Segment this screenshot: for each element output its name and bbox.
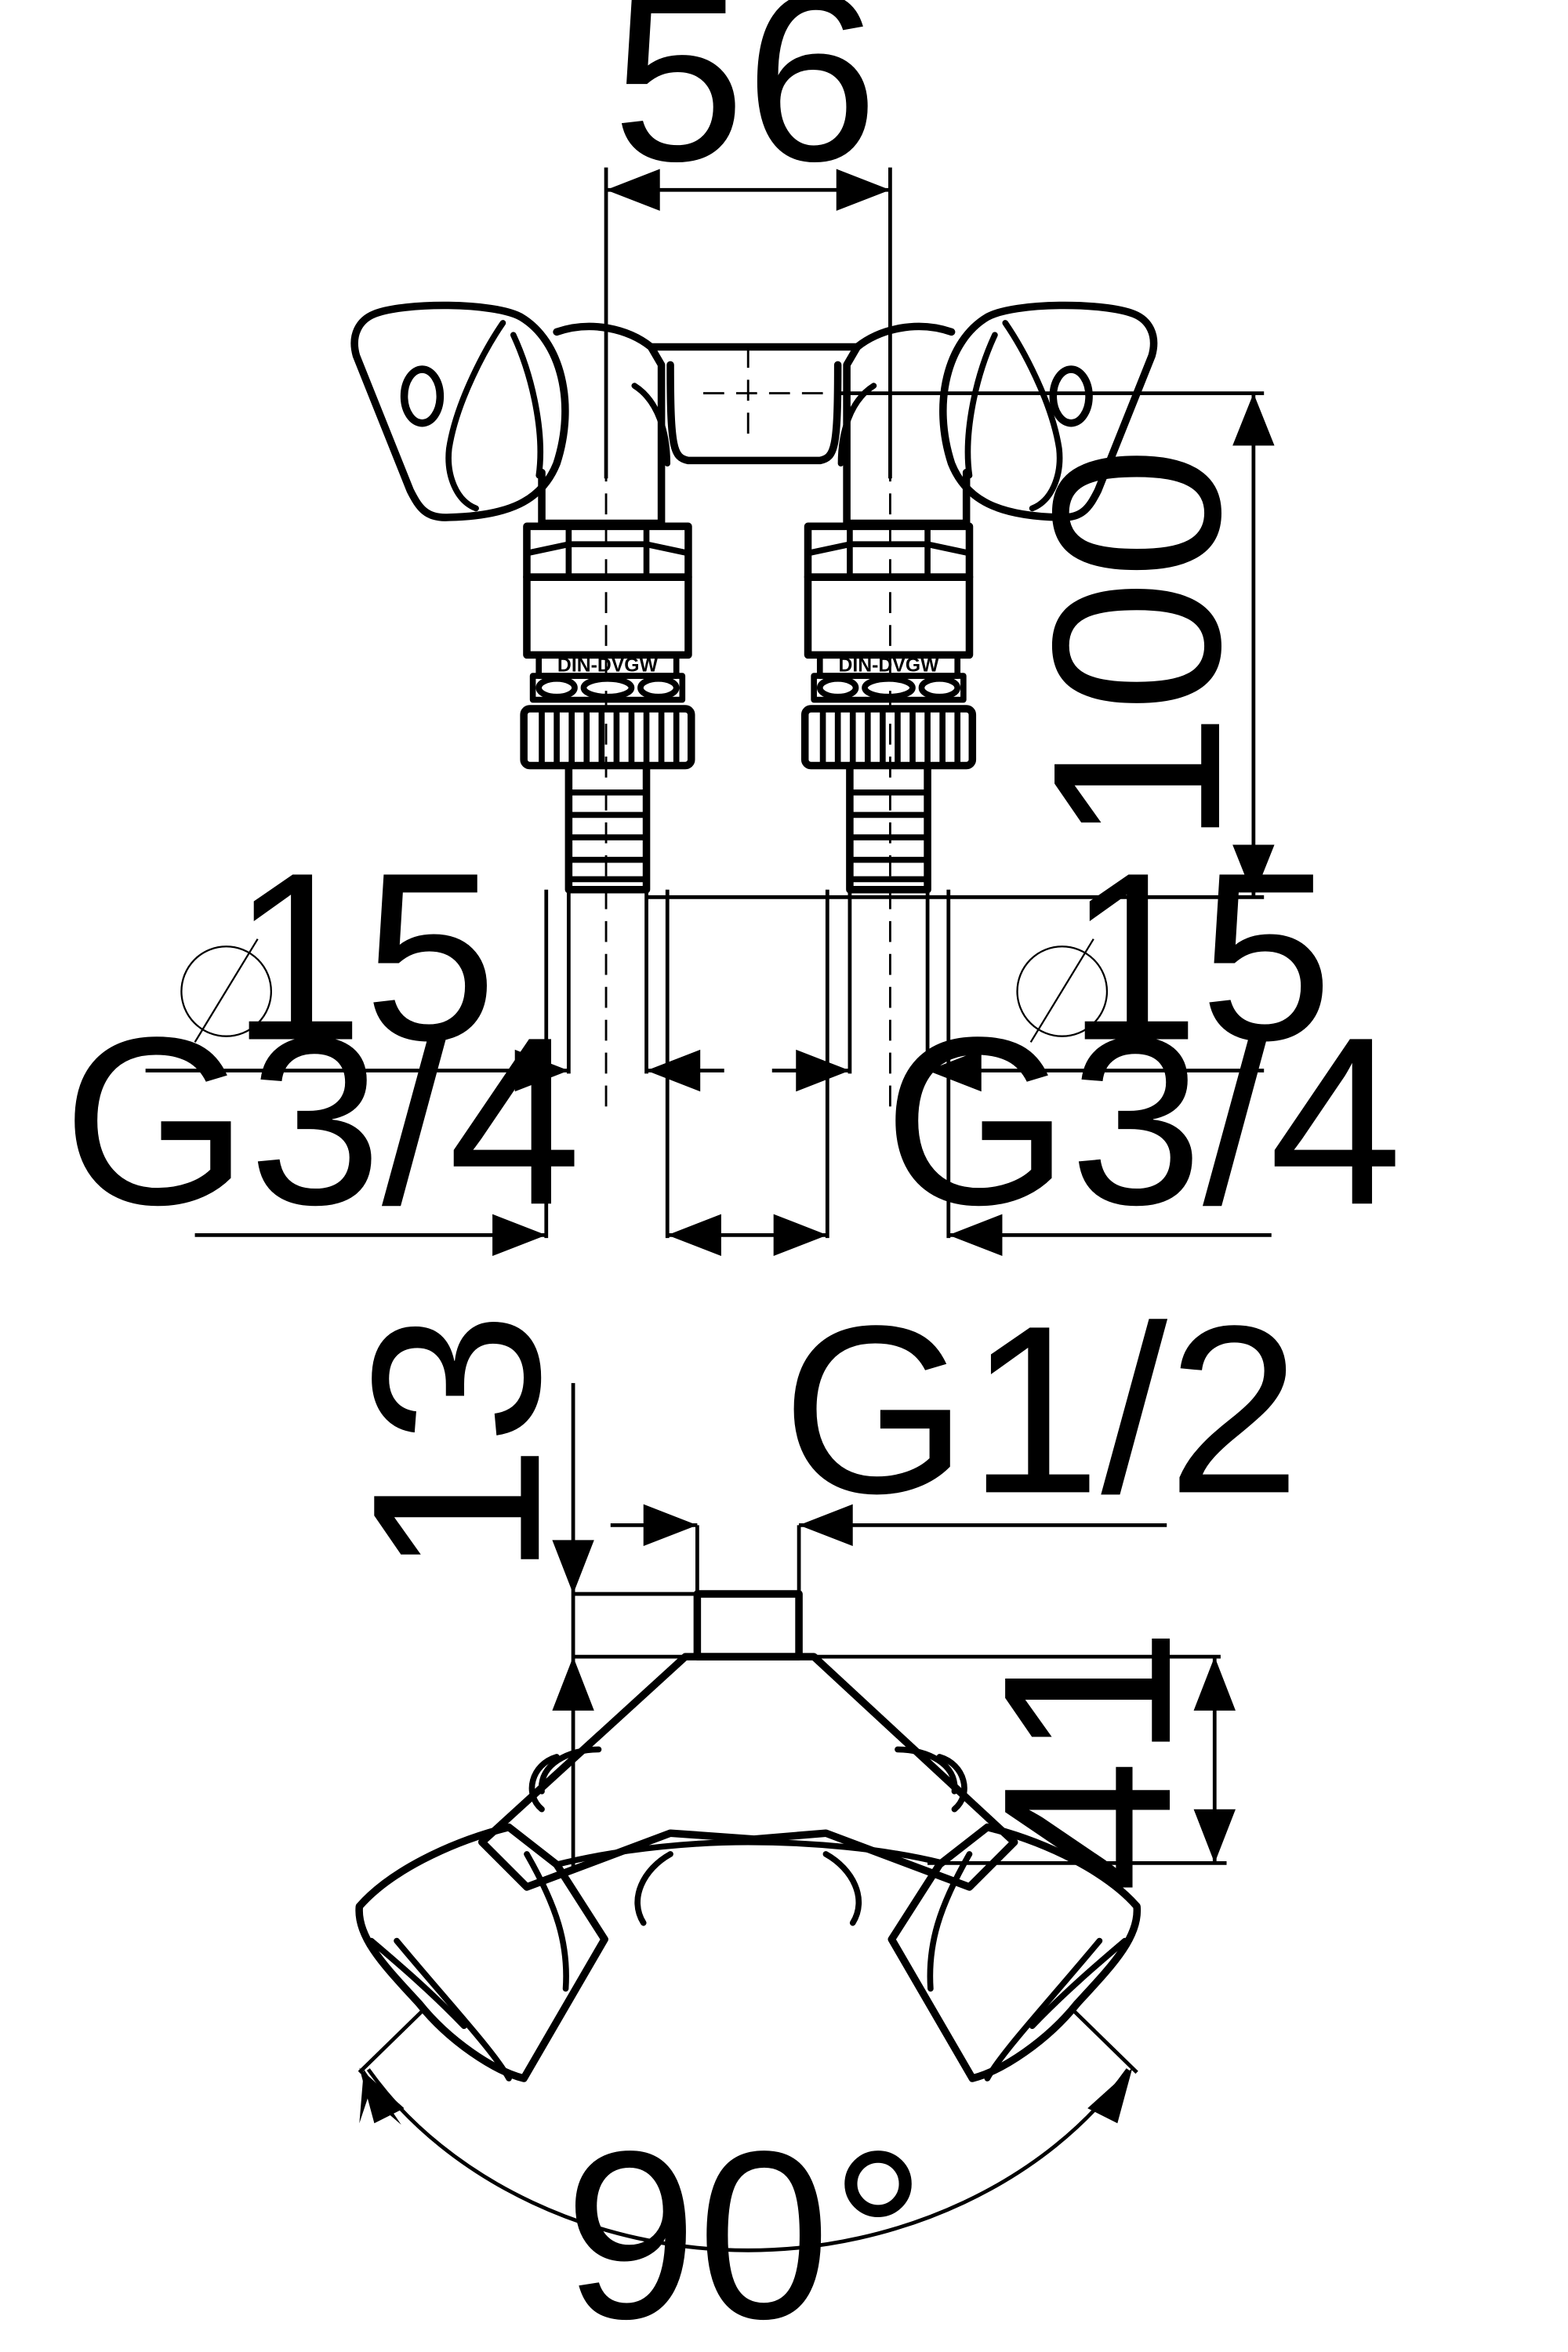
dim-100-label: 100 (1003, 446, 1270, 845)
arrow-right (836, 169, 891, 211)
top-body (477, 1653, 1018, 1926)
top-view: 13 G1/2 (322, 1276, 1301, 2352)
dim-diameter-left-label: 15 (230, 822, 496, 1090)
top-handle-left (355, 1823, 608, 2082)
stamp-right: DIN-DVGW (838, 655, 939, 676)
inlet-stub (693, 1590, 803, 1661)
dim-wall-offset: 13 (322, 1312, 1221, 1869)
hose-barb-right (847, 789, 931, 883)
fitting-right: DIN-DVGW (800, 522, 977, 1239)
diameter-symbol-left (180, 946, 272, 1037)
dim-90-label: 90° (564, 2101, 926, 2352)
dim-body-depth: 41 (927, 1627, 1236, 1893)
dim-diameter-right-label: 15 (1066, 822, 1332, 1090)
dim-thread-left-label: G3/4 (63, 987, 582, 1254)
knurl-right (819, 709, 961, 766)
handle-right (939, 301, 1158, 521)
dim-13-label: 13 (322, 1312, 590, 1577)
handle-left (350, 301, 569, 521)
front-view: 56 (63, 0, 1403, 1257)
dim-center-distance: 56 (604, 0, 892, 479)
dim-thread-right-label: G3/4 (884, 987, 1403, 1254)
dim-thread: G3/4 G3/4 (63, 987, 1403, 1257)
diameter-symbol-right (1016, 946, 1109, 1037)
stamp-left: DIN-DVGW (557, 655, 659, 676)
dim-height: 100 (646, 391, 1275, 899)
dim-angle: 90° (358, 2009, 1138, 2352)
hose-barb-left (565, 789, 650, 883)
knurl-left (539, 709, 680, 766)
center-lines (604, 328, 891, 1107)
dim-41-label: 41 (953, 1627, 1221, 1893)
fitting-left: DIN-DVGW (520, 522, 695, 1239)
dim-inlet-thread: G1/2 (610, 1276, 1301, 1595)
valve-body (538, 322, 971, 528)
dim-g12-label: G1/2 (782, 1276, 1301, 1543)
dim-diameter: 15 15 (145, 822, 1333, 1092)
arrow-left (606, 169, 660, 211)
top-handle-right (887, 1823, 1142, 2082)
